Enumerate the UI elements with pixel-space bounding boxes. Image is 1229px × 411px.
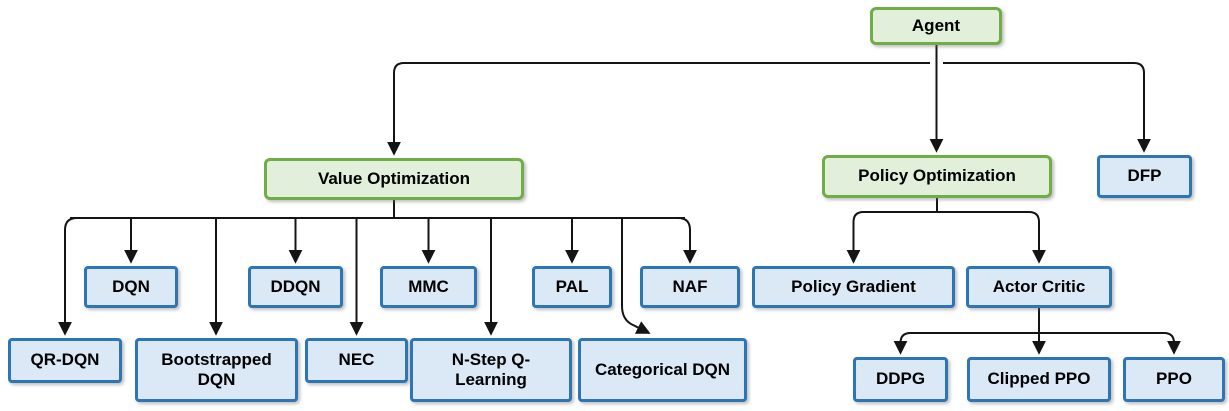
node-naf: NAF <box>640 266 740 308</box>
node-categorical-dqn: Categorical DQN <box>578 338 747 402</box>
node-mmc: MMC <box>380 266 477 308</box>
node-value-optimization: Value Optimization <box>264 158 524 200</box>
node-bootstrapped-dqn: Bootstrapped DQN <box>135 338 298 402</box>
node-dqn: DQN <box>84 266 178 308</box>
node-agent: Agent <box>870 7 1002 45</box>
edge-agent-value-optimization <box>387 62 930 156</box>
edge-policy-optimization-policy-gradient <box>846 211 937 264</box>
node-nec: NEC <box>305 338 408 383</box>
node-clipped-ppo: Clipped PPO <box>967 357 1111 402</box>
edge-actor-critic-ddpg <box>893 332 1039 355</box>
edge-value-optimization-naf <box>677 217 697 264</box>
node-ppo: PPO <box>1123 357 1225 402</box>
node-dfp: DFP <box>1097 155 1192 198</box>
node-pal: PAL <box>532 266 612 308</box>
edge-actor-critic-ppo <box>1039 332 1181 355</box>
edge-value-optimization-qr-dqn <box>58 217 78 336</box>
node-n-step-q-learning: N-Step Q-Learning <box>410 338 572 402</box>
node-ddqn: DDQN <box>248 266 343 308</box>
edge-agent-dfp <box>943 62 1151 153</box>
node-qr-dqn: QR-DQN <box>8 338 122 383</box>
node-policy-optimization: Policy Optimization <box>822 155 1052 198</box>
edge-value-optimization-categorical-dqn <box>621 218 651 334</box>
node-actor-critic: Actor Critic <box>966 266 1112 308</box>
edge-policy-optimization-actor-critic <box>937 211 1046 264</box>
node-ddpg: DDPG <box>853 357 948 402</box>
node-policy-gradient: Policy Gradient <box>752 266 955 308</box>
